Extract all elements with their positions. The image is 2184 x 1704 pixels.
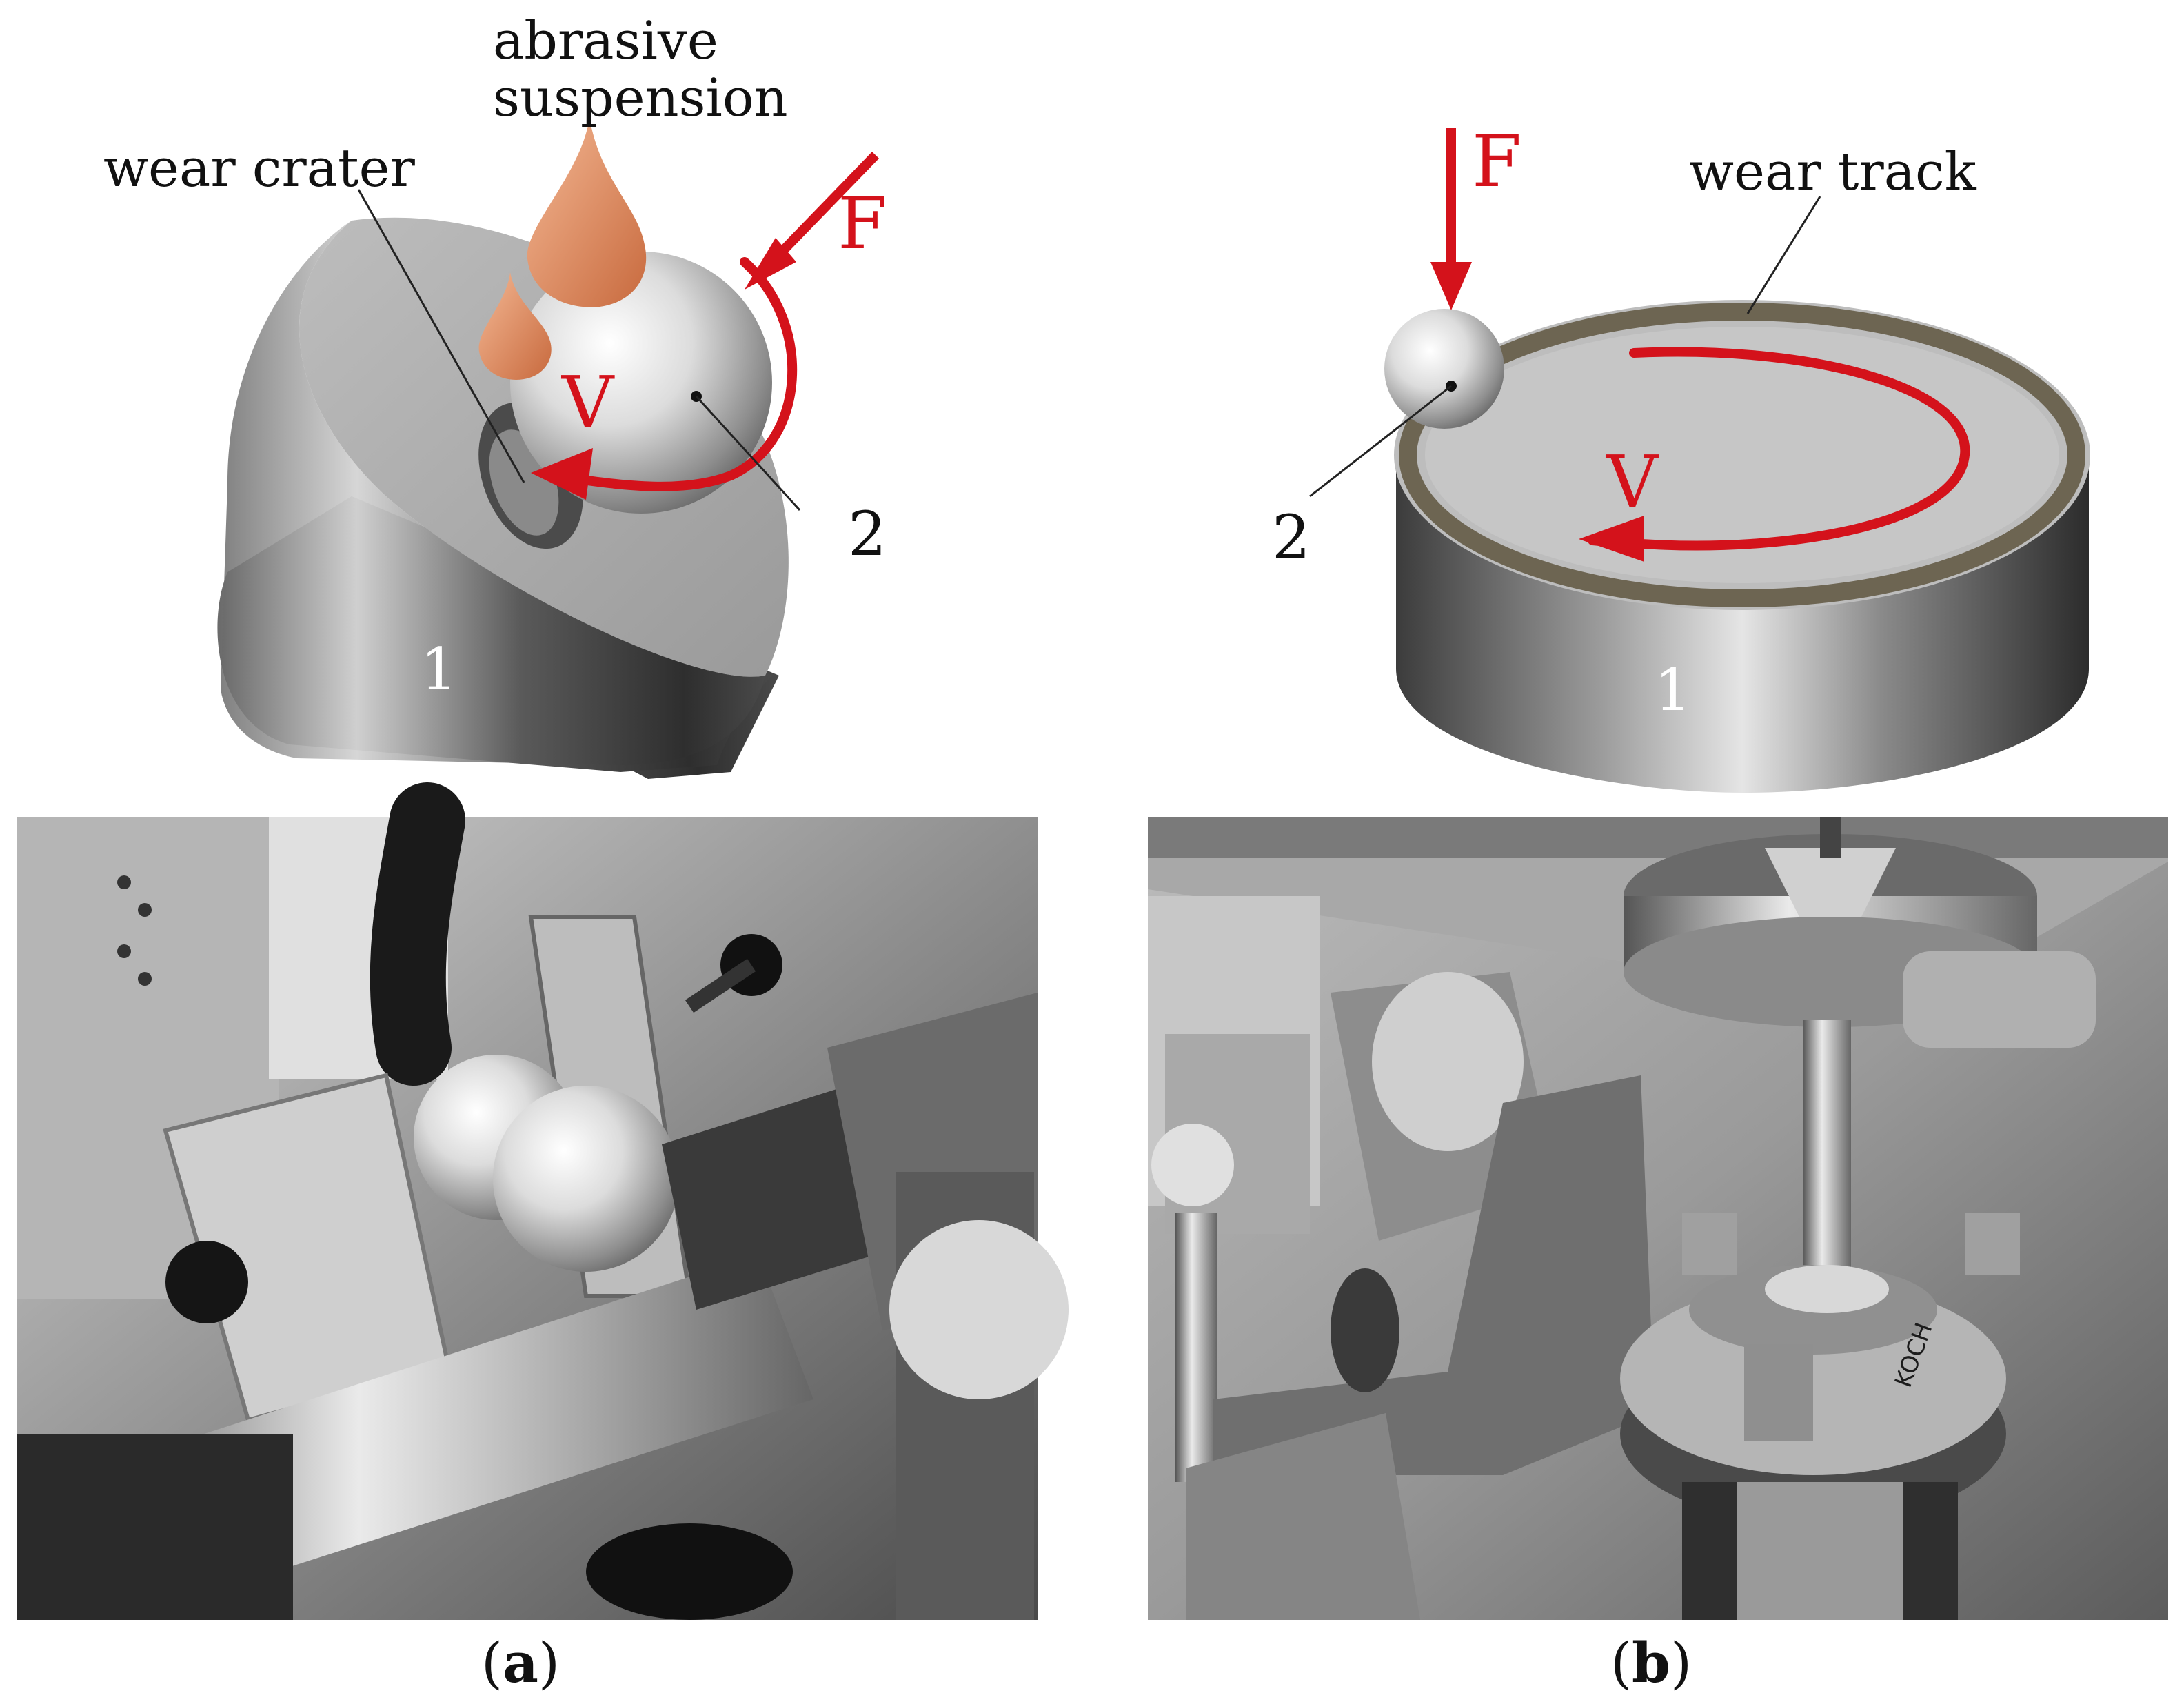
leader-ball-2 (695, 395, 801, 511)
label-velocity-b: V (1605, 440, 1659, 524)
caption-b-open: ( (1610, 1631, 1632, 1695)
caption-a: (a) (481, 1630, 560, 1695)
caption-a-open: ( (481, 1631, 503, 1695)
ball-2 (510, 252, 772, 514)
caption-a-letter: a (503, 1630, 538, 1695)
droplet-small (478, 272, 552, 380)
leader-wear-track (1746, 196, 1821, 314)
label-force-a: F (838, 181, 887, 265)
leader-ball-2b (1309, 385, 1452, 498)
caption-a-close: ) (538, 1631, 560, 1695)
ball-2b (1384, 309, 1504, 429)
force-arrow (765, 152, 880, 269)
label-abrasive-line1: abrasive (493, 10, 718, 71)
wear-track-ring (1399, 303, 2085, 607)
panel-a-diagram (217, 117, 880, 779)
label-force-b: F (1472, 119, 1521, 203)
label-wear-track: wear track (1689, 141, 1977, 202)
label-part1-a: 1 (421, 636, 457, 703)
caption-b-letter: b (1632, 1630, 1670, 1695)
label-part2-a: 2 (848, 498, 887, 569)
velocity-arrow (547, 257, 798, 491)
photo-b: KOCH (1148, 817, 2168, 1620)
leader-wear-crater (357, 189, 525, 483)
label-abrasive-line2: suspension (493, 67, 788, 128)
caption-b-close: ) (1670, 1631, 1692, 1695)
label-velocity-a: V (560, 361, 615, 445)
label-wear-crater: wear crater (103, 137, 416, 199)
caption-b: (b) (1610, 1630, 1692, 1695)
photo-a (17, 782, 1069, 1620)
label-part1-b: 1 (1655, 656, 1691, 724)
disk-1-rim (221, 221, 765, 765)
velocity-arrow-b (1588, 347, 1970, 551)
label-part2-b: 2 (1272, 502, 1311, 573)
droplet-large (527, 117, 647, 307)
panel-b-diagram (1309, 128, 2090, 793)
